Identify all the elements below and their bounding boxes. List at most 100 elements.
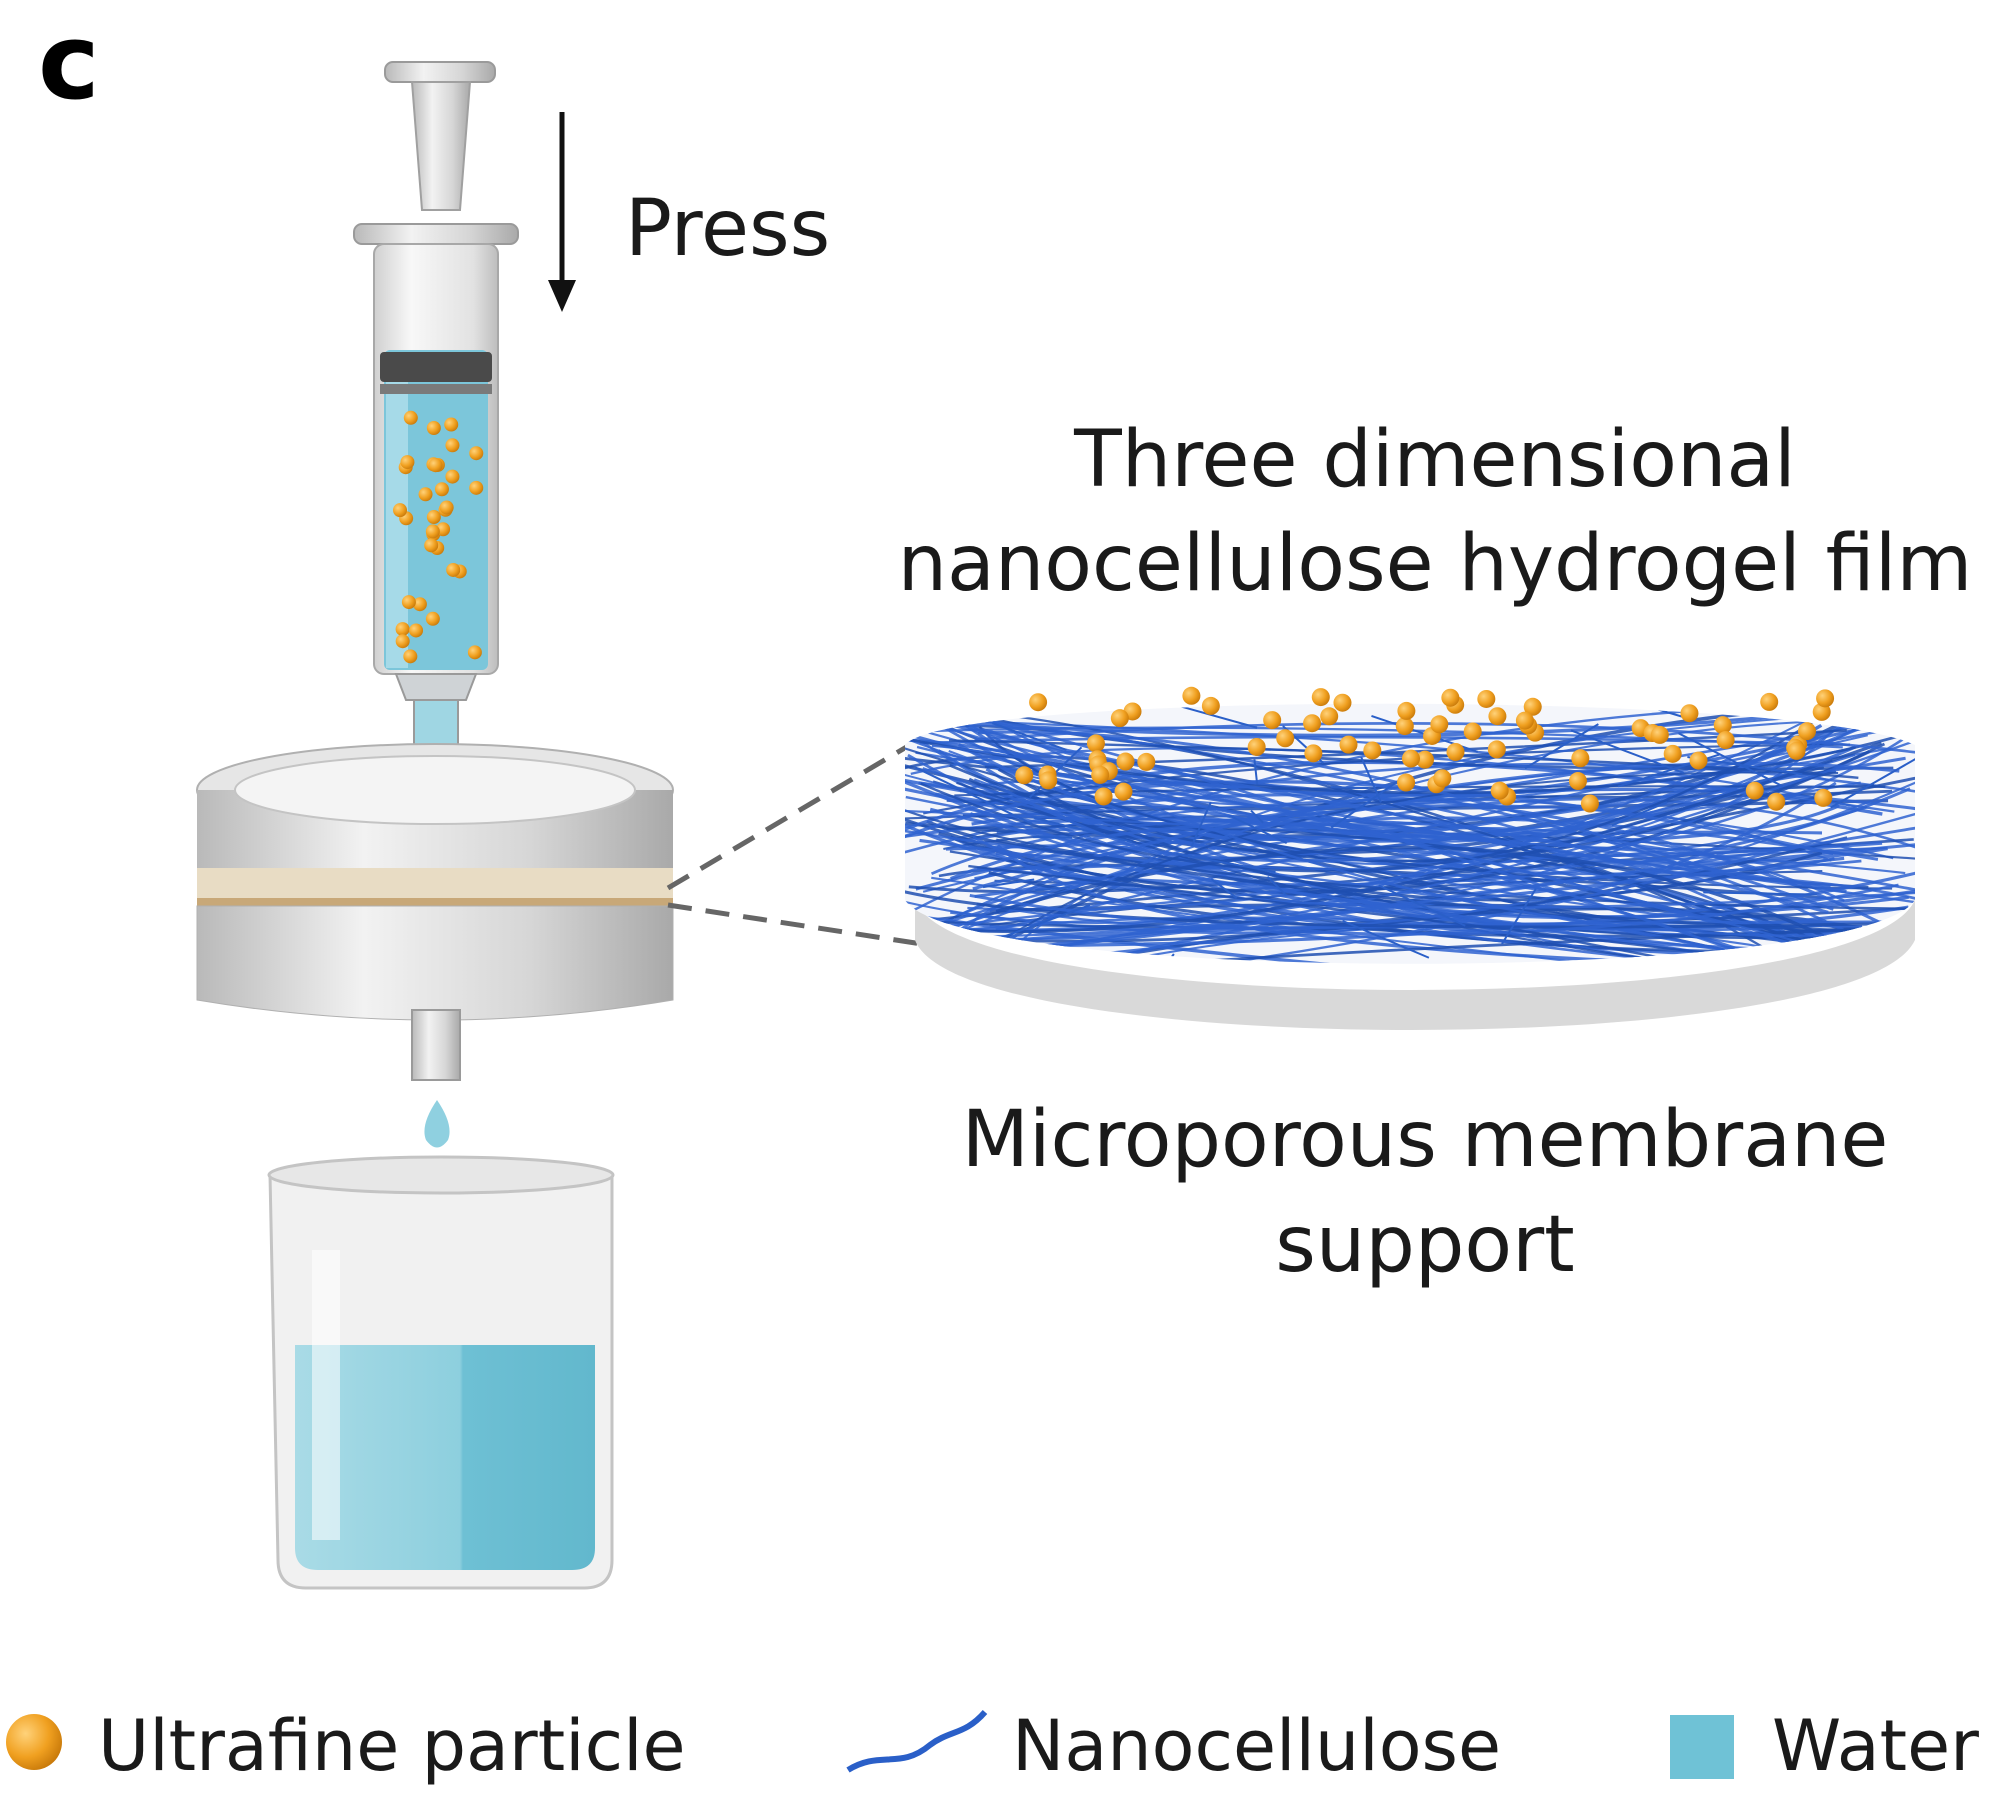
ultrafine-particle bbox=[1311, 688, 1330, 707]
ultrafine-particle bbox=[1110, 709, 1129, 728]
plunger-seal bbox=[380, 352, 492, 382]
nanocellulose-fiber bbox=[1524, 723, 1599, 770]
ultrafine-particle bbox=[1760, 692, 1779, 711]
nanocellulose-fiber bbox=[971, 793, 1915, 942]
ultrafine-particle bbox=[446, 562, 461, 577]
ultrafine-particle bbox=[1568, 772, 1587, 791]
nanocellulose-fiber bbox=[969, 883, 1899, 936]
membrane-support bbox=[915, 900, 1915, 1030]
ultrafine-particle bbox=[1680, 704, 1699, 723]
ultrafine-particle bbox=[425, 524, 440, 539]
nanocellulose-fiber bbox=[1378, 884, 1466, 927]
nanocellulose-fiber bbox=[920, 704, 1839, 873]
ultrafine-particle bbox=[1303, 714, 1322, 733]
nanocellulose-fiber bbox=[1152, 953, 1175, 964]
nanocellulose-fiber bbox=[905, 726, 1843, 749]
orange-sphere-icon bbox=[6, 1714, 62, 1770]
nanocellulose-fiber bbox=[977, 730, 1834, 911]
ultrafine-particle bbox=[469, 480, 484, 495]
ultrafine-particle bbox=[426, 420, 441, 435]
ultrafine-particle bbox=[403, 410, 418, 425]
ultrafine-particle bbox=[1487, 740, 1506, 759]
ultrafine-particle bbox=[1263, 711, 1282, 730]
ultrafine-particle bbox=[1086, 734, 1105, 753]
ultrafine-particle bbox=[1339, 735, 1358, 754]
ultrafine-particle bbox=[1523, 697, 1542, 716]
nanocellulose-fiber bbox=[982, 878, 1035, 889]
nanocellulose-fiber bbox=[1611, 801, 1668, 827]
nanocellulose-fiber bbox=[1035, 886, 1071, 892]
ultrafine-particle bbox=[439, 500, 454, 515]
water-droplet bbox=[424, 1100, 450, 1148]
ultrafine-particle bbox=[1814, 788, 1833, 807]
ultrafine-particle bbox=[445, 438, 460, 453]
nanocellulose-fiber bbox=[1330, 786, 1369, 790]
legend-label-water: Water bbox=[1772, 1705, 1979, 1787]
nanocellulose-fiber bbox=[991, 722, 1067, 751]
film-particles bbox=[1015, 686, 1835, 813]
ultrafine-particle bbox=[1137, 752, 1156, 771]
nanocellulose-fiber bbox=[992, 771, 1839, 947]
ultrafine-particle bbox=[1488, 707, 1507, 726]
zoom-lines bbox=[666, 739, 936, 949]
ultrafine-particle bbox=[1363, 741, 1382, 760]
ultrafine-particle bbox=[1713, 716, 1732, 735]
nanocellulose-fiber bbox=[1229, 814, 1288, 844]
panel-label: c bbox=[38, 1, 100, 123]
ultrafine-particle bbox=[1397, 773, 1416, 792]
nanocellulose-fiber bbox=[1830, 746, 1915, 809]
ultrafine-particle bbox=[1650, 725, 1669, 744]
ultrafine-particle bbox=[1015, 766, 1034, 785]
ultrafine-particle bbox=[1446, 742, 1465, 761]
nanocellulose-fiber bbox=[1210, 878, 1238, 899]
ultrafine-particle bbox=[1797, 722, 1816, 741]
beaker bbox=[267, 1155, 615, 1590]
ultrafine-particle bbox=[1787, 741, 1806, 760]
ultrafine-particle bbox=[1663, 744, 1682, 763]
blue-fiber-icon bbox=[846, 1709, 988, 1773]
nanocellulose-fiber bbox=[1703, 891, 1817, 896]
ultrafine-particle bbox=[400, 455, 415, 470]
membrane-label-line2: support bbox=[1275, 1200, 1575, 1290]
ultrafine-particle bbox=[409, 623, 424, 638]
ultrafine-particle bbox=[434, 482, 449, 497]
ultrafine-particle bbox=[428, 458, 443, 473]
nanocellulose-fiber bbox=[941, 856, 1845, 959]
nanocellulose-fiber bbox=[938, 750, 1870, 894]
ultrafine-particle bbox=[1114, 782, 1133, 801]
nanocellulose-fiber bbox=[949, 742, 1886, 863]
nanocellulose-fiber bbox=[972, 761, 1900, 891]
nanocellulose-fiber bbox=[984, 729, 1847, 769]
nanocellulose-fiber bbox=[1342, 920, 1430, 959]
ultrafine-particle bbox=[1333, 693, 1352, 712]
press-arrow-icon bbox=[548, 112, 576, 312]
filter-holder bbox=[196, 743, 674, 1148]
ultrafine-particle bbox=[1397, 701, 1416, 720]
nanocellulose-fiber bbox=[941, 709, 1865, 964]
ultrafine-particle bbox=[412, 597, 427, 612]
ultrafine-particle bbox=[1401, 749, 1420, 768]
legend-label-particle: Ultrafine particle bbox=[98, 1705, 686, 1787]
ultrafine-particle bbox=[1571, 749, 1590, 768]
nanocellulose-fiber bbox=[905, 775, 1909, 931]
ultrafine-particle bbox=[1477, 689, 1496, 708]
ultrafine-particle bbox=[424, 538, 439, 553]
nanocellulose-fiber bbox=[905, 780, 1834, 856]
ultrafine-particle bbox=[1395, 717, 1414, 736]
ultrafine-particle bbox=[418, 487, 433, 502]
ultrafine-particle bbox=[1415, 750, 1434, 769]
ultrafine-particle bbox=[1490, 781, 1509, 800]
ultrafine-particle bbox=[1433, 769, 1452, 788]
press-label: Press bbox=[625, 184, 831, 274]
ultrafine-particle bbox=[395, 634, 410, 649]
membrane-layer bbox=[197, 898, 673, 906]
ultrafine-particle bbox=[1812, 702, 1831, 721]
nanocellulose-fiber bbox=[1175, 852, 1276, 874]
ultrafine-particle bbox=[1745, 781, 1764, 800]
ultrafine-particle bbox=[1182, 686, 1201, 705]
nanocellulose-fiber bbox=[1250, 809, 1264, 824]
syringe bbox=[353, 61, 519, 759]
ultrafine-particle bbox=[1094, 787, 1113, 806]
nanocellulose-fiber bbox=[905, 809, 1906, 875]
